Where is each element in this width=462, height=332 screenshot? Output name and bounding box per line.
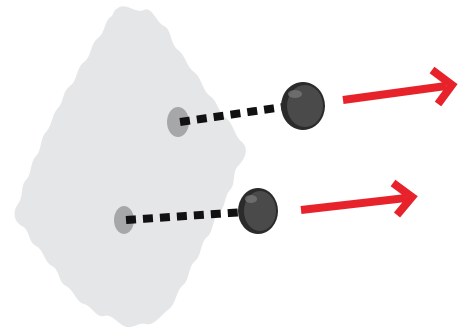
arrow-right-icon: [301, 183, 412, 215]
fabric-surface: [15, 6, 246, 327]
button-icon: [281, 82, 325, 130]
button-icon: [238, 188, 278, 234]
arrow-right-icon: [343, 70, 452, 104]
